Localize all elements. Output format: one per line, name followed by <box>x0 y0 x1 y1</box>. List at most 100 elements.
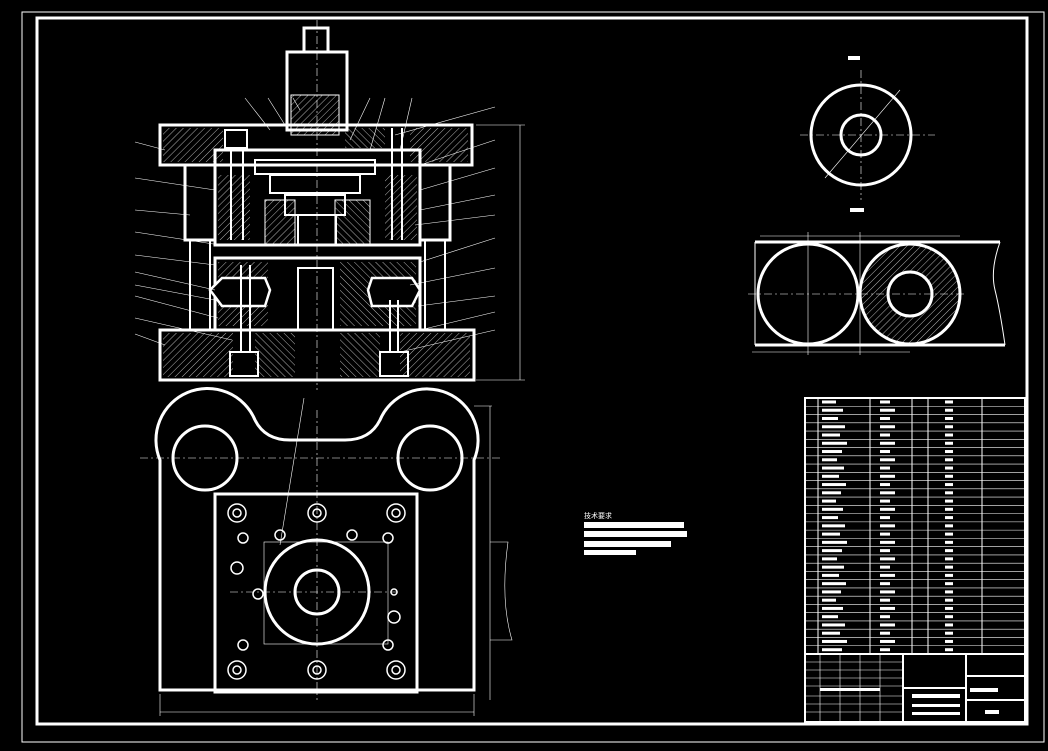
bom-cell-text <box>880 565 890 569</box>
bom-cell-text <box>880 598 890 602</box>
bom-cell-text <box>822 516 838 520</box>
technical-requirements-title: 技术要求 <box>584 512 612 520</box>
bom-cell-text <box>945 582 953 586</box>
bom-cell-text <box>822 639 847 643</box>
bom-cell-text <box>822 557 837 561</box>
blank-strip-view <box>748 208 1006 355</box>
bom-cell-text <box>822 400 836 404</box>
bom-cell-text <box>945 565 953 569</box>
bom-cell-text <box>880 573 895 577</box>
bom-cell-text <box>822 458 837 462</box>
bom-cell-text <box>945 408 953 412</box>
bom-cell-text <box>880 483 890 487</box>
bom-cell-text <box>945 474 953 478</box>
bom-cell-text <box>945 450 953 454</box>
section-view <box>134 20 525 390</box>
bom-cell-text <box>945 516 953 520</box>
part-view <box>800 56 935 200</box>
bom-cell-text <box>945 466 953 470</box>
bom-cell-text <box>822 532 840 536</box>
bom-cell-text <box>945 532 953 536</box>
bom-cell-text <box>880 590 895 594</box>
bom-cell-text <box>880 582 890 586</box>
bom-cell-text <box>880 425 895 429</box>
bom-cell-text <box>822 573 839 577</box>
inner-frame <box>35 16 1029 726</box>
bom-cell-text <box>880 441 895 445</box>
bom-cell-text <box>822 590 841 594</box>
bom-cell-text <box>822 615 838 619</box>
bom-cell-text <box>880 433 890 437</box>
bom-cell-text <box>822 582 846 586</box>
bom-cell-text <box>945 483 953 487</box>
outer-frame <box>21 11 1045 743</box>
bom-table <box>804 397 1026 655</box>
bom-cell-text <box>880 507 895 511</box>
bom-cell-text <box>880 615 890 619</box>
bom-cell-text <box>945 433 953 437</box>
bom-cell-text <box>945 540 953 544</box>
bom-cell-text <box>945 491 953 495</box>
bom-cell-text <box>822 408 843 412</box>
bom-cell-text <box>822 631 840 635</box>
bom-cell-text <box>880 631 890 635</box>
bom-cell-text <box>822 648 842 652</box>
bom-cell-text <box>880 499 890 503</box>
bom-cell-text <box>945 615 953 619</box>
bom-cell-text <box>945 573 953 577</box>
bom-cell-text <box>945 549 953 553</box>
bom-cell-text <box>945 425 953 429</box>
bom-cell-text <box>822 474 839 478</box>
bom-cell-text <box>945 598 953 602</box>
bom-cell-text <box>945 631 953 635</box>
bom-cell-text <box>880 408 895 412</box>
plan-view <box>140 387 513 716</box>
bom-cell-text <box>945 623 953 627</box>
bom-cell-text <box>945 606 953 610</box>
bom-cell-text <box>945 458 953 462</box>
bom-cell-text <box>880 557 895 561</box>
bom-cell-text <box>822 524 845 528</box>
bom-cell-text <box>945 441 953 445</box>
bom-cell-text <box>822 507 843 511</box>
bom-cell-text <box>822 623 845 627</box>
bom-cell-text <box>880 416 890 420</box>
bom-cell-text <box>880 648 890 652</box>
bom-cell-text <box>822 565 844 569</box>
bom-cell-text <box>880 491 895 495</box>
bom-cell-text <box>880 549 890 553</box>
bom-cell-text <box>822 433 840 437</box>
bom-cell-text <box>880 400 890 404</box>
bom-cell-text <box>822 540 847 544</box>
bom-cell-text <box>945 524 953 528</box>
bom-cell-text <box>822 598 836 602</box>
bom-cell-text <box>822 425 845 429</box>
bom-cell-text <box>880 458 895 462</box>
bom-cell-text <box>945 416 953 420</box>
bom-cell-text <box>822 606 843 610</box>
bom-cell-text <box>822 416 838 420</box>
bom-cell-text <box>945 499 953 503</box>
bom-cell-text <box>880 606 895 610</box>
bom-cell-text <box>945 648 953 652</box>
bom-cell-text <box>822 549 842 553</box>
bom-cell-text <box>880 524 895 528</box>
bom-cell-text <box>822 441 847 445</box>
bom-cell-text <box>880 516 890 520</box>
bom-cell-text <box>822 450 842 454</box>
bom-cell-text <box>945 400 953 404</box>
bom-cell-text <box>945 557 953 561</box>
bom-cell-text <box>822 466 844 470</box>
bom-cell-text <box>822 491 841 495</box>
bom-cell-text <box>880 532 890 536</box>
bom-cell-text <box>880 450 890 454</box>
bom-cell-text <box>880 623 895 627</box>
bom-cell-text <box>880 474 895 478</box>
bom-cell-text <box>880 639 895 643</box>
title-block <box>804 653 1026 723</box>
bom-cell-text <box>945 590 953 594</box>
bom-cell-text <box>945 639 953 643</box>
bom-cell-text <box>822 483 846 487</box>
technical-requirements <box>584 522 687 555</box>
